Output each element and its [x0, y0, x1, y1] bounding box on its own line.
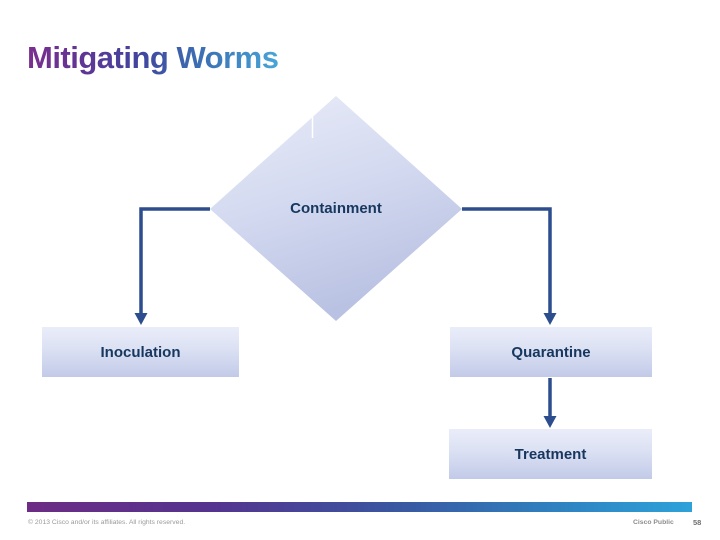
arrowhead-quarantine [543, 313, 557, 325]
connector-left [139, 207, 210, 314]
containment-diamond [210, 96, 462, 321]
arrowhead-treatment [543, 416, 557, 428]
treatment-label: Treatment [514, 445, 587, 463]
footer-classification: Cisco Public [633, 519, 674, 526]
quarantine-box: Quarantine [450, 327, 652, 377]
connector-right [462, 207, 552, 314]
containment-label: Containment [290, 200, 382, 217]
quarantine-label: Quarantine [511, 343, 591, 361]
treatment-box: Treatment [449, 429, 652, 479]
footer-copyright: © 2013 Cisco and/or its affiliates. All … [28, 519, 186, 526]
slide-title: Mitigating Worms [27, 40, 279, 75]
arrowhead-inoculation [134, 313, 148, 325]
inoculation-box: Inoculation [42, 327, 239, 377]
inoculation-label: Inoculation [100, 343, 181, 361]
footer-gradient-bar [27, 502, 692, 512]
footer-page-number: 58 [693, 518, 702, 527]
